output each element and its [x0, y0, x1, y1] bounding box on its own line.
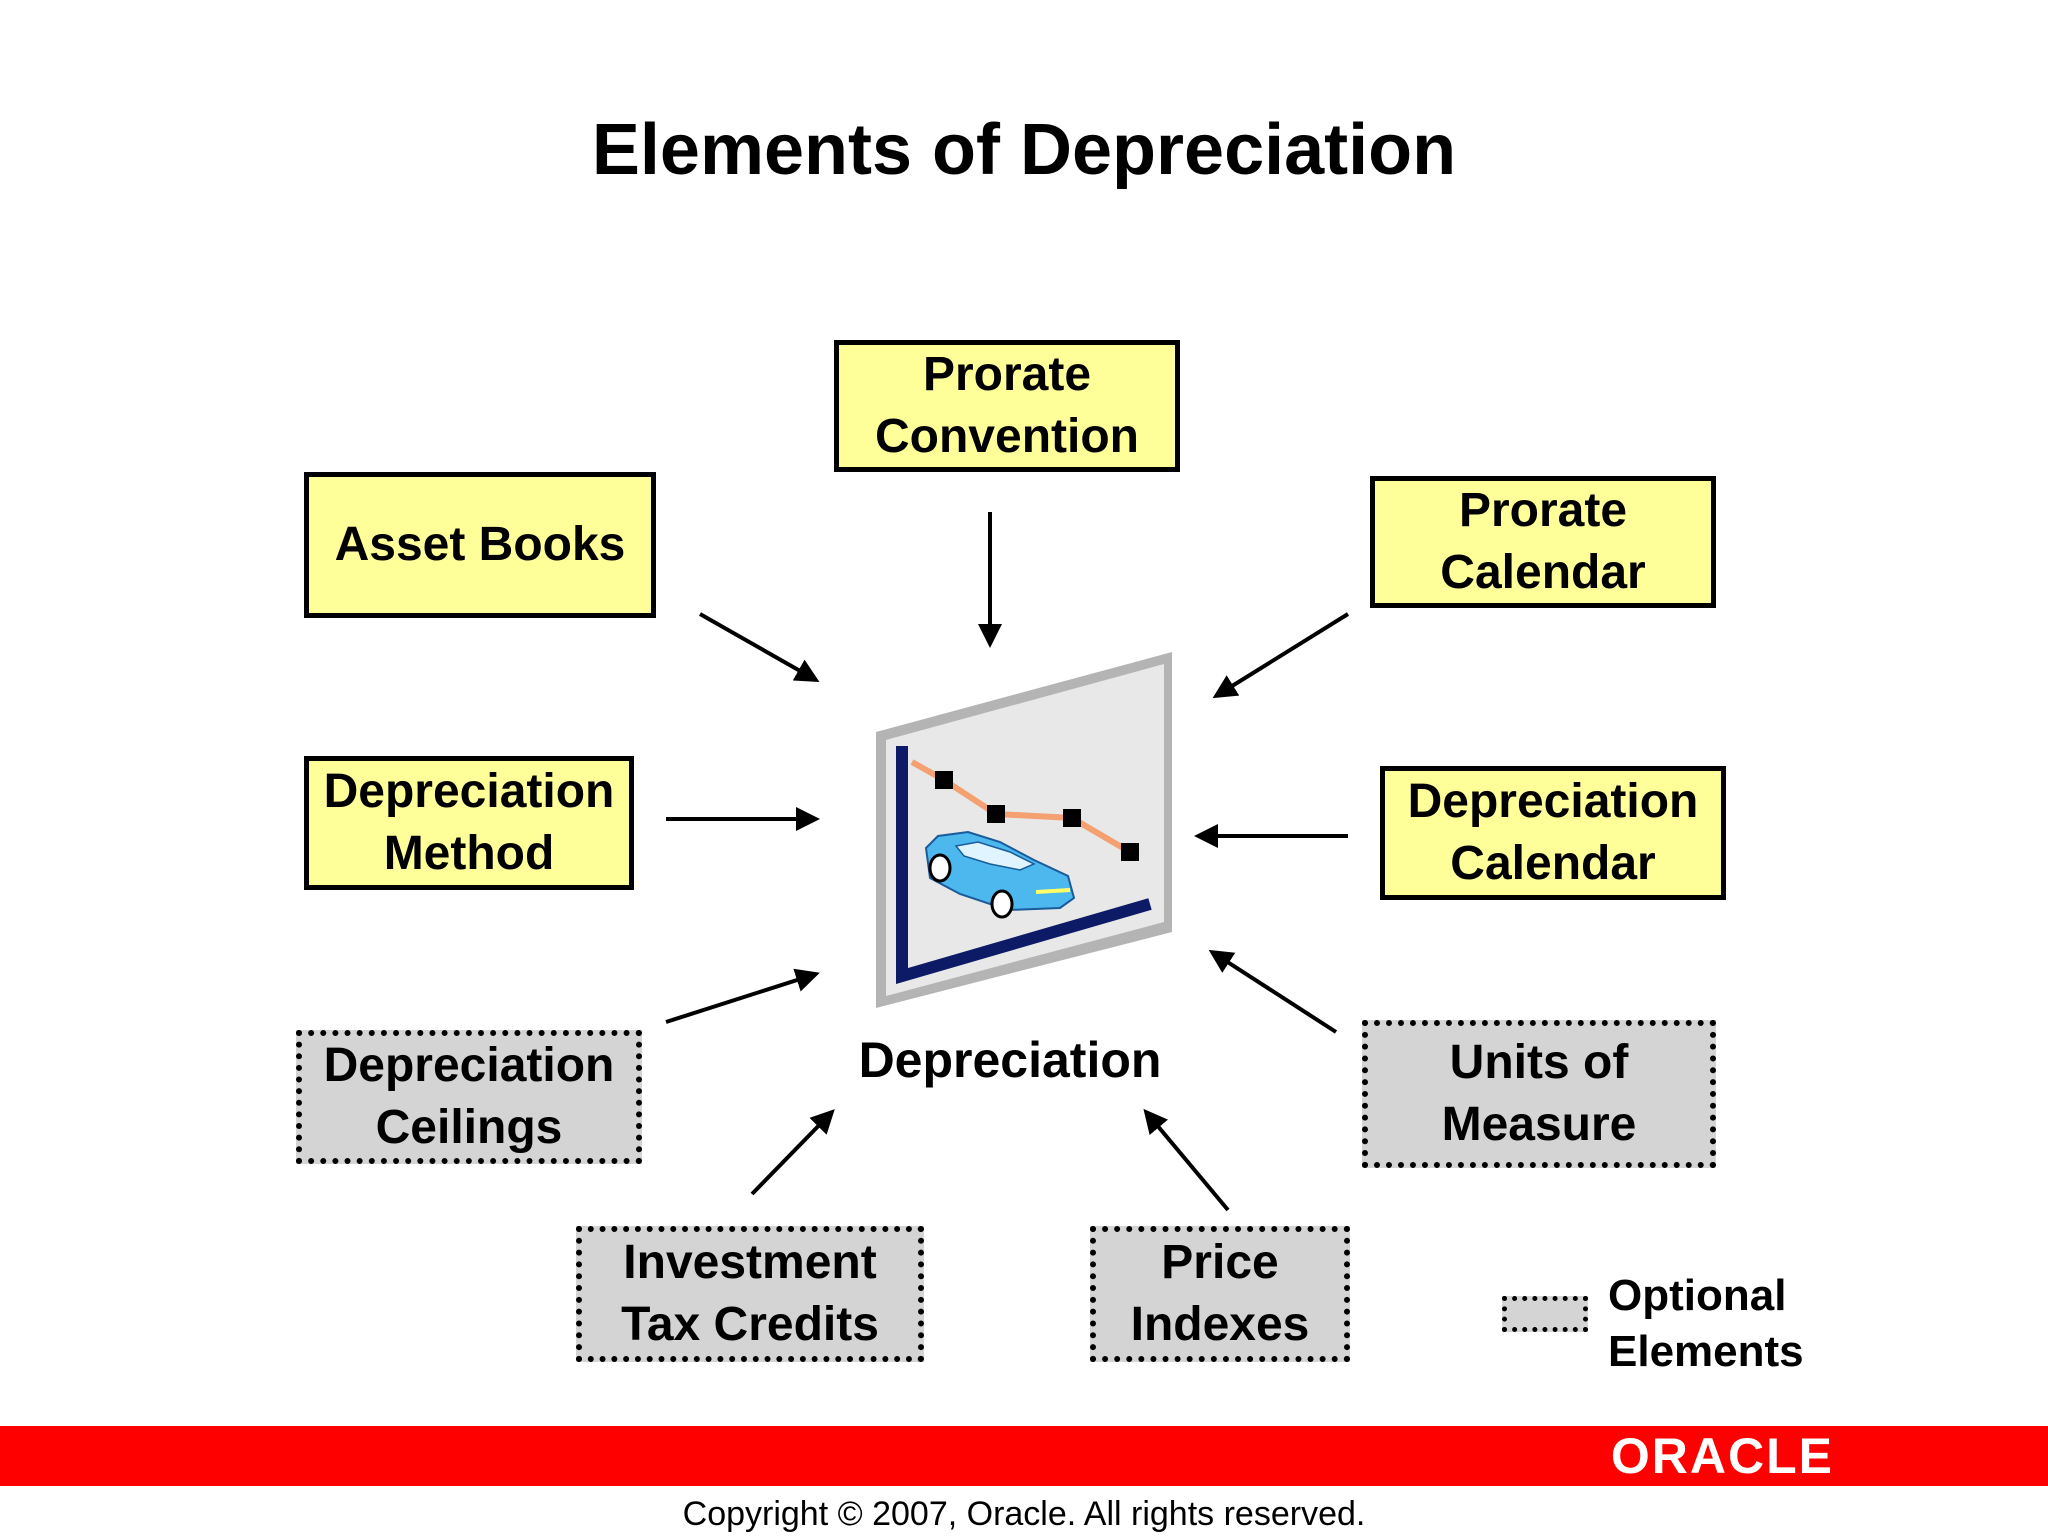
element-depreciation-ceilings: Depreciation Ceilings [296, 1030, 642, 1164]
element-prorate-convention: Prorate Convention [834, 340, 1180, 472]
element-depreciation-calendar: Depreciation Calendar [1380, 766, 1726, 900]
element-depreciation-method: Depreciation Method [304, 756, 634, 890]
oracle-logo: ORACLE [1610, 1428, 1834, 1484]
arrow-from-investment-tax-credits [750, 1109, 835, 1196]
slide-title: Elements of Depreciation [591, 110, 1457, 190]
element-prorate-calendar: Prorate Calendar [1370, 476, 1716, 608]
legend-optional-swatch [1502, 1296, 1588, 1332]
element-investment-tax-credits: Investment Tax Credits [576, 1226, 924, 1362]
car-icon [924, 830, 1076, 919]
arrow-from-prorate-calendar [1212, 612, 1350, 699]
arrow-from-units-of-measure [1208, 949, 1338, 1034]
copyright-text: Copyright © 2007, Oracle. All rights res… [682, 1495, 1366, 1533]
center-label: Depreciation [858, 1032, 1162, 1088]
element-asset-books: Asset Books [304, 472, 656, 618]
arrow-from-asset-books [699, 612, 820, 682]
depreciation-chart-icon [876, 652, 1172, 1008]
element-units-of-measure: Units of Measure [1362, 1020, 1716, 1168]
arrow-from-depreciation-ceilings [665, 968, 820, 1024]
element-price-indexes: Price Indexes [1090, 1226, 1350, 1362]
legend-optional-label: Optional Elements [1608, 1271, 1804, 1376]
footer-bar [0, 1426, 2048, 1486]
arrow-from-price-indexes [1143, 1108, 1230, 1212]
